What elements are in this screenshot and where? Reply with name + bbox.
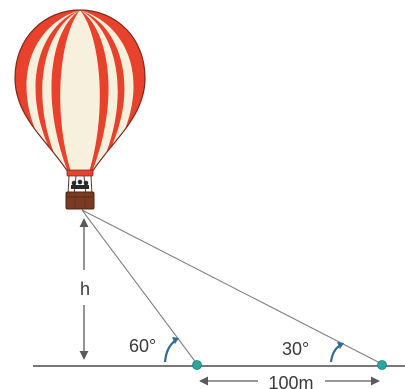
sight-line-far [81,209,383,365]
angle-arc-near-arrowhead [172,337,179,344]
angle-arc-near [163,339,177,363]
height-label: h [80,279,90,299]
balloon-basket [65,191,95,210]
distance-label: 100m [268,373,313,389]
angle-arc-far-arrowhead [337,342,344,349]
observer-point-near [192,360,202,370]
observer-point-far [377,360,387,370]
angle-label-far: 30° [282,339,309,359]
hot-air-balloon [14,9,146,210]
balloon-passengers [71,179,89,189]
balloon-envelope [14,9,146,177]
angle-label-near: 60° [129,336,156,356]
